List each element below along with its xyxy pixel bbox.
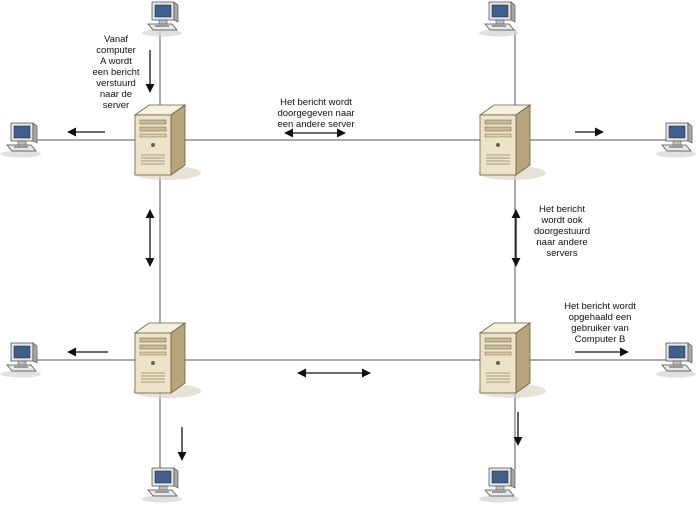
computer-left-upper	[0, 122, 42, 158]
label-send: Vanaf computer A wordt een bericht verst…	[92, 34, 140, 111]
computer-top-right	[478, 1, 520, 37]
computer-left-lower	[0, 342, 42, 378]
computer-bottom-left	[141, 467, 183, 503]
computer-bottom-right	[478, 467, 520, 503]
label-fetch: Het bericht wordt opgehaald een gebruike…	[564, 301, 636, 345]
label-forward-more: Het bericht wordt ook doorgestuurd naar …	[534, 204, 590, 259]
label-forward: Het bericht wordt doorgegeven naar een a…	[277, 97, 355, 130]
arrows	[67, 50, 629, 461]
server-top-right	[477, 104, 547, 181]
server-top-left	[132, 104, 202, 181]
computer-top-left	[141, 1, 183, 37]
